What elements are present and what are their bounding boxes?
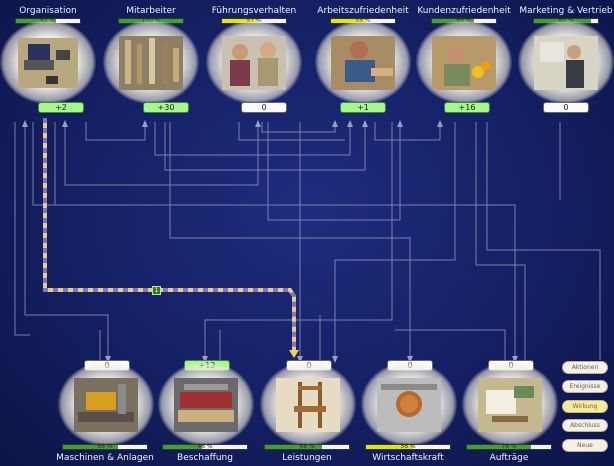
factor-value-organisation: +2 xyxy=(38,102,84,113)
factor-node-organisation[interactable] xyxy=(0,20,96,104)
factor-label-fuehrungsverhalten: Führungsverhalten xyxy=(211,6,297,16)
factor-bar-fill xyxy=(265,445,323,449)
wood-stock-photo xyxy=(174,378,238,432)
factor-percent: 66 % xyxy=(97,443,113,450)
factor-node-beschaffung[interactable] xyxy=(158,362,254,446)
factor-value-arbeitszufriedenheit: +1 xyxy=(340,102,386,113)
craftsman-working-photo xyxy=(331,36,395,90)
workshop-tools-photo xyxy=(119,36,183,90)
factor-node-kundenzufriedenheit[interactable] xyxy=(416,20,512,104)
factor-label-mitarbeiter: Mitarbeiter xyxy=(126,6,176,16)
factor-node-maschinen[interactable] xyxy=(58,362,154,446)
laptop-desk-photo xyxy=(18,38,78,88)
factor-bar-leistungen: 68 % xyxy=(264,443,350,450)
factor-node-mitarbeiter[interactable] xyxy=(103,20,199,104)
factor-bar-fill xyxy=(63,445,119,449)
factor-value-marketing: 0 xyxy=(543,102,589,113)
factor-bar-auftraege: 76 % xyxy=(466,443,552,450)
machine-saw-photo xyxy=(74,378,138,432)
factor-value-kundenzufriedenheit: +16 xyxy=(444,102,490,113)
factor-label-wirtschaftskraft: Wirtschaftskraft xyxy=(372,453,444,463)
presentation-photo xyxy=(534,36,598,90)
abschluss-button[interactable]: Abschluss xyxy=(562,419,608,432)
factor-bar-beschaffung: 46 % xyxy=(162,443,248,450)
factor-bar-fill xyxy=(163,445,202,449)
factor-node-auftraege[interactable] xyxy=(462,362,558,446)
managers-talking-photo xyxy=(222,36,286,90)
factor-value-mitarbeiter: +30 xyxy=(143,102,189,113)
factor-label-auftraege: Aufträge xyxy=(489,453,529,463)
factor-bar-fill xyxy=(467,445,531,449)
paperwork-photo xyxy=(478,378,542,432)
factor-percent: 56 % xyxy=(400,443,416,450)
path-marker: 1 xyxy=(152,286,161,295)
wirkung-button[interactable]: Wirkung xyxy=(562,400,608,413)
factor-node-arbeitszufriedenheit[interactable] xyxy=(315,20,411,104)
wooden-chair-photo xyxy=(276,378,340,432)
factor-value-fuehrungsverhalten: 0 xyxy=(241,102,287,113)
factor-percent: 76 % xyxy=(501,443,517,450)
factor-bar-fill xyxy=(366,445,414,449)
factor-percent: 46 % xyxy=(197,443,213,450)
customer-flowers-photo xyxy=(432,36,496,90)
factor-node-marketing[interactable] xyxy=(518,20,614,104)
neue-button[interactable]: Neue xyxy=(562,439,608,452)
factor-node-fuehrungsverhalten[interactable] xyxy=(206,20,302,104)
factor-label-organisation: Organisation xyxy=(19,6,77,16)
factor-label-kundenzufriedenheit: Kundenzufriedenheit xyxy=(417,6,511,16)
aktionen-button[interactable]: Aktionen xyxy=(562,361,608,374)
factor-label-maschinen: Maschinen & Anlagen xyxy=(56,453,154,463)
factor-node-wirtschaftskraft[interactable] xyxy=(361,362,457,446)
factor-label-beschaffung: Beschaffung xyxy=(177,453,233,463)
factor-bar-wirtschaftskraft: 56 % xyxy=(365,443,451,450)
factor-bar-maschinen: 66 % xyxy=(62,443,148,450)
factor-label-leistungen: Leistungen xyxy=(282,453,332,463)
coin-photo xyxy=(377,378,441,432)
ereignisse-button[interactable]: Ereignisse xyxy=(562,380,608,393)
factor-percent: 68 % xyxy=(299,443,315,450)
factor-node-leistungen[interactable] xyxy=(260,362,356,446)
factor-label-marketing: Marketing & Vertrieb xyxy=(519,6,613,16)
factor-label-arbeitszufriedenheit: Arbeitszufriedenheit xyxy=(317,6,409,16)
